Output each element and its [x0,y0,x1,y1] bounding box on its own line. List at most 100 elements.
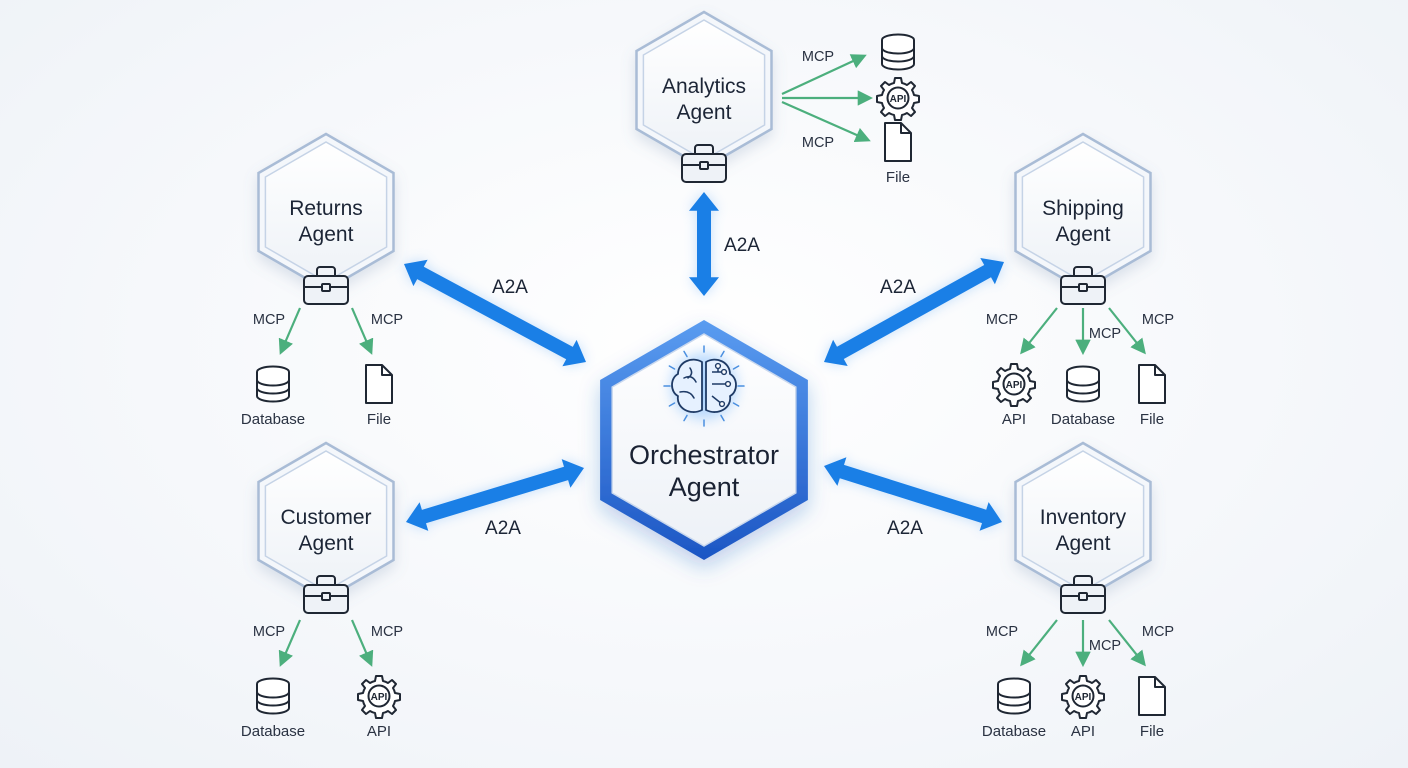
mcp-label: MCP [986,624,1018,640]
customer-tool-database: Database [241,677,305,740]
tool-label: Database [241,411,305,428]
inventory-agent-title-line1: Inventory [1040,506,1127,529]
tool-label: File [1140,411,1164,428]
a2a-shipping-arrow [824,258,1004,366]
database-icon [997,677,1031,715]
a2a-connections: A2A A2A A2A A2A A2A [404,192,1004,539]
mcp-arrow [1020,619,1058,667]
api-badge-text: API [371,692,388,703]
customer-agent[interactable]: Customer Agent [257,441,395,614]
orchestrator-title-line2: Agent [669,472,740,502]
a2a-shipping: A2A [824,258,1004,366]
mcp-link: MCP [781,49,867,95]
mcp-link: MCP [986,307,1058,355]
api-badge-text: API [1075,692,1092,703]
mcp-link: MCP [253,307,302,355]
database-icon [1066,365,1100,403]
mcp-label: MCP [802,135,834,151]
tool-label: API [1071,723,1095,740]
a2a-customer-label: A2A [485,518,521,539]
mcp-link: MCP [1075,308,1121,356]
customer-tool-api: API API [357,675,401,740]
mcp-link: MCP [1108,619,1174,667]
file-icon [884,122,912,162]
orchestrator-agent[interactable]: Orchestrator Agent [600,320,808,560]
returns-agent-title-line1: Returns [289,197,363,220]
returns-agent-title-line2: Agent [299,223,354,246]
file-icon [1138,676,1166,716]
mcp-label: MCP [802,49,834,65]
analytics-tool-api: API [876,77,920,121]
mcp-label: MCP [1089,326,1121,342]
a2a-inventory: A2A [824,457,1002,539]
analytics-agent-title-line1: Analytics [662,75,746,98]
mcp-label: MCP [253,312,285,328]
mcp-connections: MCP MCP MCP MCP MCP MCP MCP MCP MCP MCP MCP MCP [253,49,1174,668]
a2a-shipping-label: A2A [880,277,916,298]
inventory-agent[interactable]: Inventory Agent [1014,441,1152,614]
database-icon [256,677,290,715]
mcp-link: MCP [350,619,403,667]
a2a-inventory-label: A2A [887,518,923,539]
analytics-tool-database [881,33,915,71]
returns-tool-file: File [365,364,393,428]
inventory-tool-database: Database [982,677,1046,740]
mcp-arrow [350,619,374,667]
mcp-arrow [278,619,302,667]
a2a-returns-label: A2A [492,277,528,298]
mcp-arrow [1020,307,1058,355]
inventory-agent-title-line2: Agent [1056,532,1111,555]
a2a-analytics-arrow [689,192,719,296]
mcp-link: MCP [1108,307,1174,355]
mcp-arrow [278,307,302,355]
mcp-label: MCP [371,624,403,640]
mcp-link: MCP [986,619,1058,667]
mcp-arrow [781,100,871,143]
tool-label: Database [1051,411,1115,428]
api-badge-text: API [890,94,907,105]
tool-label: File [367,411,391,428]
a2a-returns-arrow [404,259,586,367]
mcp-arrow [1108,619,1146,667]
api-badge-text: API [1006,380,1023,391]
analytics-agent-title-line2: Agent [677,101,732,124]
a2a-inventory-arrow [824,457,1002,531]
shipping-agent-title-line1: Shipping [1042,197,1124,220]
analytics-agent[interactable]: Analytics Agent [635,10,773,183]
database-icon [881,33,915,71]
a2a-customer-arrow [406,459,584,531]
shipping-tool-api: API API [992,363,1036,428]
mcp-label: MCP [1089,638,1121,654]
mcp-link: MCP [253,619,302,667]
orchestrator-title-line1: Orchestrator [629,440,779,470]
tool-label: API [367,723,391,740]
customer-agent-title-line2: Agent [299,532,354,555]
mcp-link: MCP [350,307,403,355]
mcp-label: MCP [1142,624,1174,640]
a2a-returns: A2A [404,259,586,367]
mcp-link: MCP [1075,620,1121,668]
a2a-customer: A2A [406,459,584,539]
mcp-label: MCP [1142,312,1174,328]
mcp-arrow [350,307,374,355]
customer-agent-title-line1: Customer [280,506,371,529]
shipping-agent[interactable]: Shipping Agent [1014,132,1152,305]
tool-label: API [1002,411,1026,428]
returns-tool-database: Database [241,365,305,428]
returns-agent[interactable]: Returns Agent [257,132,395,305]
mcp-label: MCP [986,312,1018,328]
file-icon [365,364,393,404]
inventory-tool-api: API API [1061,675,1105,740]
analytics-tool-file: File [884,122,912,186]
tool-label: File [1140,723,1164,740]
file-icon [1138,364,1166,404]
mcp-arrow [1108,307,1146,355]
a2a-analytics-label: A2A [724,235,760,256]
database-icon [256,365,290,403]
shipping-tool-file: File [1138,364,1166,428]
brain-circuit-icon [663,345,745,427]
tool-label: Database [982,723,1046,740]
mcp-label: MCP [253,624,285,640]
shipping-tool-database: Database [1051,365,1115,428]
